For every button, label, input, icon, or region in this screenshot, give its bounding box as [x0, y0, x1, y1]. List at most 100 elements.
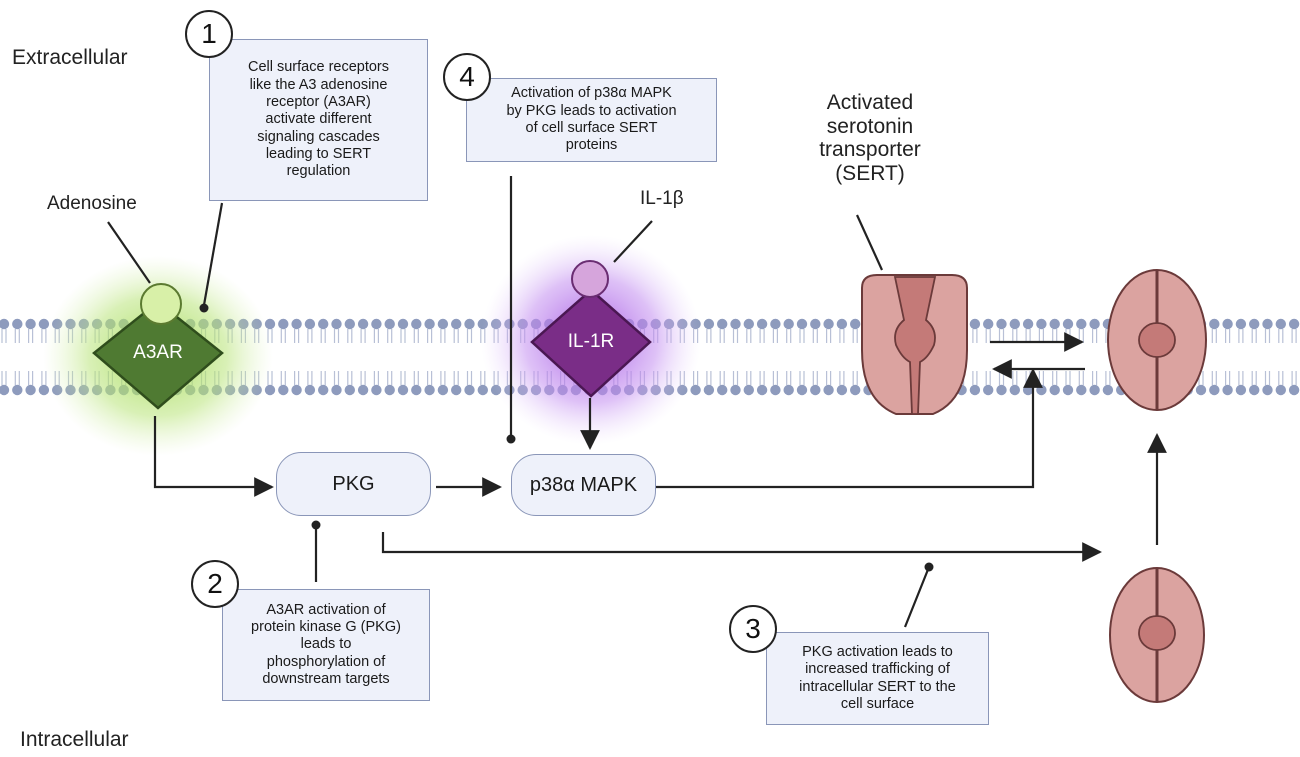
- callout-2-box: A3AR activation of protein kinase G (PKG…: [222, 589, 430, 701]
- lipid-head: [264, 384, 276, 396]
- callout-text-line: like the A3 adenosine: [249, 76, 388, 93]
- lipid-head: [850, 384, 861, 396]
- lipid-head: [1249, 318, 1260, 330]
- sert-label-line: Activated: [826, 91, 914, 114]
- lipid-head: [437, 318, 449, 330]
- pkg-node: PKG: [276, 452, 431, 516]
- lipid-head: [344, 384, 355, 396]
- lipid-head: [371, 318, 382, 330]
- callout-text-line: increased trafficking of: [805, 661, 950, 678]
- lipid-head: [1275, 318, 1287, 330]
- lipid-head: [451, 318, 462, 330]
- lipid-head: [25, 318, 36, 330]
- callout-text-line: signaling cascades: [257, 128, 380, 145]
- lipid-head: [996, 318, 1007, 330]
- lipid-head: [717, 318, 728, 330]
- lipid-head: [796, 318, 808, 330]
- connector-lines: [107, 176, 934, 628]
- lipid-head: [38, 384, 50, 396]
- lipid-head: [1288, 384, 1300, 396]
- lipid-head: [357, 384, 369, 396]
- lipid-head: [1009, 318, 1020, 330]
- callout-text-line: proteins: [565, 137, 618, 154]
- callout-text-line: of cell surface SERT: [525, 120, 658, 136]
- lipid-head: [1036, 384, 1047, 396]
- callout-text-line: receptor (A3AR): [266, 93, 371, 110]
- lipid-head: [357, 318, 369, 330]
- a3ar-label: A3AR: [133, 342, 183, 363]
- callout-text-line: PKG activation leads to: [802, 643, 953, 660]
- callout-text-line: by PKG leads to activation: [506, 102, 677, 119]
- adenosine-label: Adenosine: [47, 193, 137, 214]
- callout-3-pointer-dot: [924, 562, 934, 572]
- callout-4-number: 4: [443, 53, 491, 101]
- sert-intracellular: [1109, 567, 1205, 703]
- lipid-head: [1022, 384, 1034, 396]
- sert-label-line: serotonin: [826, 114, 914, 138]
- callout-1-number: 1: [185, 10, 233, 58]
- lipid-head: [38, 318, 50, 330]
- callout-text-line: activate different: [265, 111, 372, 128]
- il1r-label: IL-1R: [567, 331, 615, 352]
- lipid-head: [1209, 318, 1220, 330]
- sert-surface: [1107, 269, 1207, 411]
- lipid-head: [1222, 318, 1233, 330]
- callout-text-line: protein kinase G (PKG): [251, 618, 401, 635]
- lipid-head: [1036, 318, 1047, 330]
- lipid-head: [770, 384, 781, 396]
- lipid-head: [344, 318, 355, 330]
- il1b-ligand: [571, 260, 609, 298]
- lipid-head: [756, 384, 768, 396]
- lipid-head: [0, 318, 10, 330]
- lipid-head: [397, 318, 409, 330]
- p38-mapk-node: p38α MAPK: [511, 454, 656, 516]
- callout-2-pointer-dot: [311, 520, 321, 530]
- lipid-head: [823, 384, 834, 396]
- lipid-head: [424, 384, 435, 396]
- lipid-head: [1235, 384, 1247, 396]
- lipid-head: [477, 384, 488, 396]
- lipid-head: [1022, 318, 1034, 330]
- lipid-head: [464, 384, 475, 396]
- lipid-head: [12, 384, 23, 396]
- lipid-head: [836, 318, 848, 330]
- callout-4-pointer-dot: [506, 434, 516, 444]
- lipid-head: [743, 384, 754, 396]
- lipid-head: [690, 384, 701, 396]
- lipid-head: [1076, 318, 1087, 330]
- lipid-head: [996, 384, 1007, 396]
- lipid-head: [331, 318, 342, 330]
- lipid-head: [836, 384, 848, 396]
- lipid-head: [304, 318, 316, 330]
- lipid-head: [1062, 318, 1074, 330]
- sert-label-line: transporter: [819, 138, 921, 162]
- lipid-head: [1009, 384, 1020, 396]
- lipid-head: [730, 318, 741, 330]
- sert-label: Activated serotonin transporter (SERT): [790, 91, 950, 186]
- lipid-head: [291, 318, 302, 330]
- callout-text-line: A3AR activation of: [266, 601, 386, 618]
- lipid-head: [1062, 384, 1074, 396]
- lipid-head: [397, 384, 409, 396]
- callout-text-line: Cell surface receptors: [247, 59, 390, 76]
- signaling-arrows: [153, 332, 1167, 562]
- arrow-p38-to-sert: [656, 368, 1043, 489]
- lipid-head: [1076, 384, 1087, 396]
- lipid-head: [770, 318, 781, 330]
- callout-1-box: Cell surface receptors like the A3 adeno…: [209, 39, 428, 201]
- lipid-head: [850, 318, 861, 330]
- lipid-head: [810, 318, 821, 330]
- lipid-head: [278, 384, 289, 396]
- lipid-head: [411, 318, 422, 330]
- lipid-head: [983, 318, 994, 330]
- callout-4-box: Activation of p38α MAPK by PKG leads to …: [466, 78, 717, 162]
- lipid-head: [969, 384, 981, 396]
- lipid-head: [823, 318, 834, 330]
- lipid-head: [796, 384, 808, 396]
- callout-3-pointer: [903, 566, 931, 628]
- callout-text-line: phosphorylation of: [266, 653, 386, 670]
- callout-text-line: downstream targets: [262, 671, 390, 688]
- lipid-head: [1089, 384, 1100, 396]
- lipid-head: [703, 384, 715, 396]
